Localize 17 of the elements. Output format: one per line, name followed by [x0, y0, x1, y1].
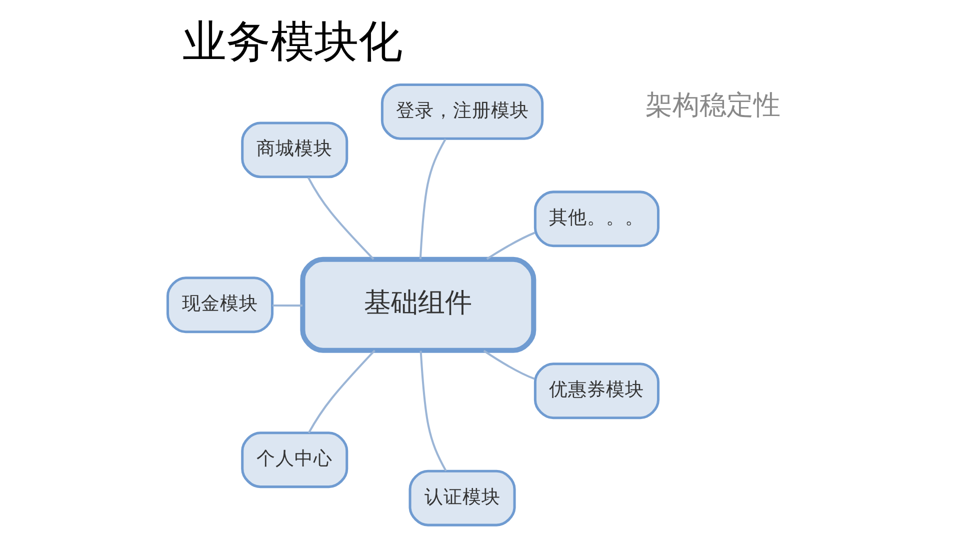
node-box: 基础组件	[300, 256, 536, 353]
connector	[272, 304, 302, 307]
diagram-title: 业务模块化	[182, 16, 402, 68]
node-box: 现金模块	[166, 276, 274, 334]
connector	[306, 177, 374, 260]
label: 架构稳定性	[645, 90, 780, 122]
node-box: 其他。。。	[533, 190, 660, 248]
connector	[307, 350, 375, 434]
connector	[418, 138, 446, 260]
node-box: 登录，注册模块	[380, 83, 544, 140]
connector	[482, 350, 534, 380]
connector	[486, 232, 535, 260]
connector	[419, 350, 446, 472]
node-box: 个人中心	[240, 432, 348, 488]
node-box: 认证模块	[408, 470, 516, 526]
node-box: 优惠券模块	[533, 362, 660, 420]
node-box: 商城模块	[240, 122, 348, 178]
